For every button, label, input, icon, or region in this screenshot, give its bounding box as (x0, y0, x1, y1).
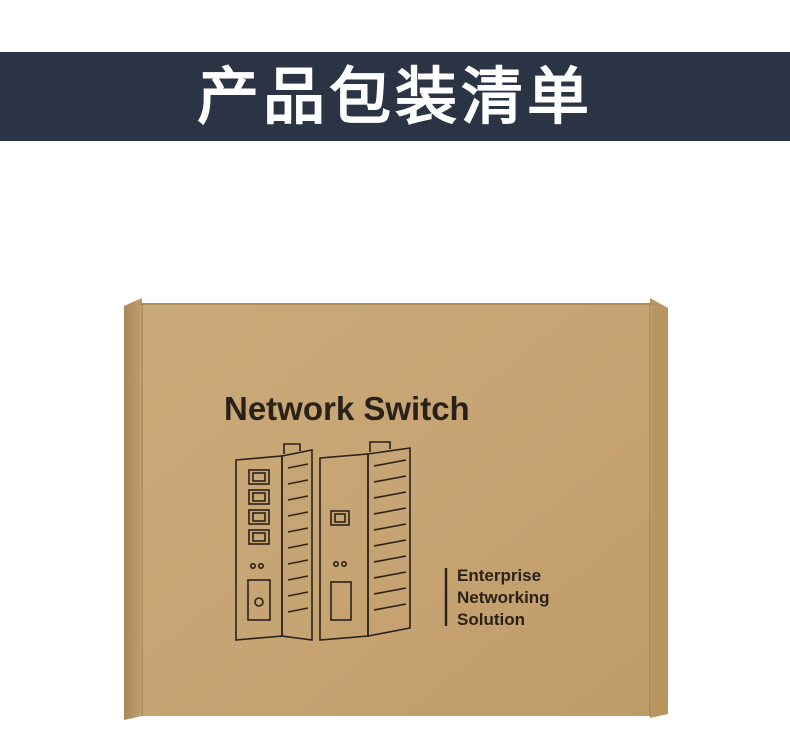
title-banner: 产品包装清单 (0, 52, 790, 141)
product-box-photo: Network Switch (124, 298, 668, 720)
banner-title: 产品包装清单 (196, 59, 593, 133)
tagline-line-3: Solution (457, 610, 525, 629)
tagline-line-2: Networking (457, 588, 550, 607)
switch-illustration-4port (235, 443, 313, 641)
switch-illustration-1port (319, 441, 411, 641)
tagline-line-1: Enterprise (457, 566, 541, 585)
left-flap (124, 298, 142, 720)
box-heading: Network Switch (224, 390, 470, 427)
right-flap (650, 298, 668, 718)
